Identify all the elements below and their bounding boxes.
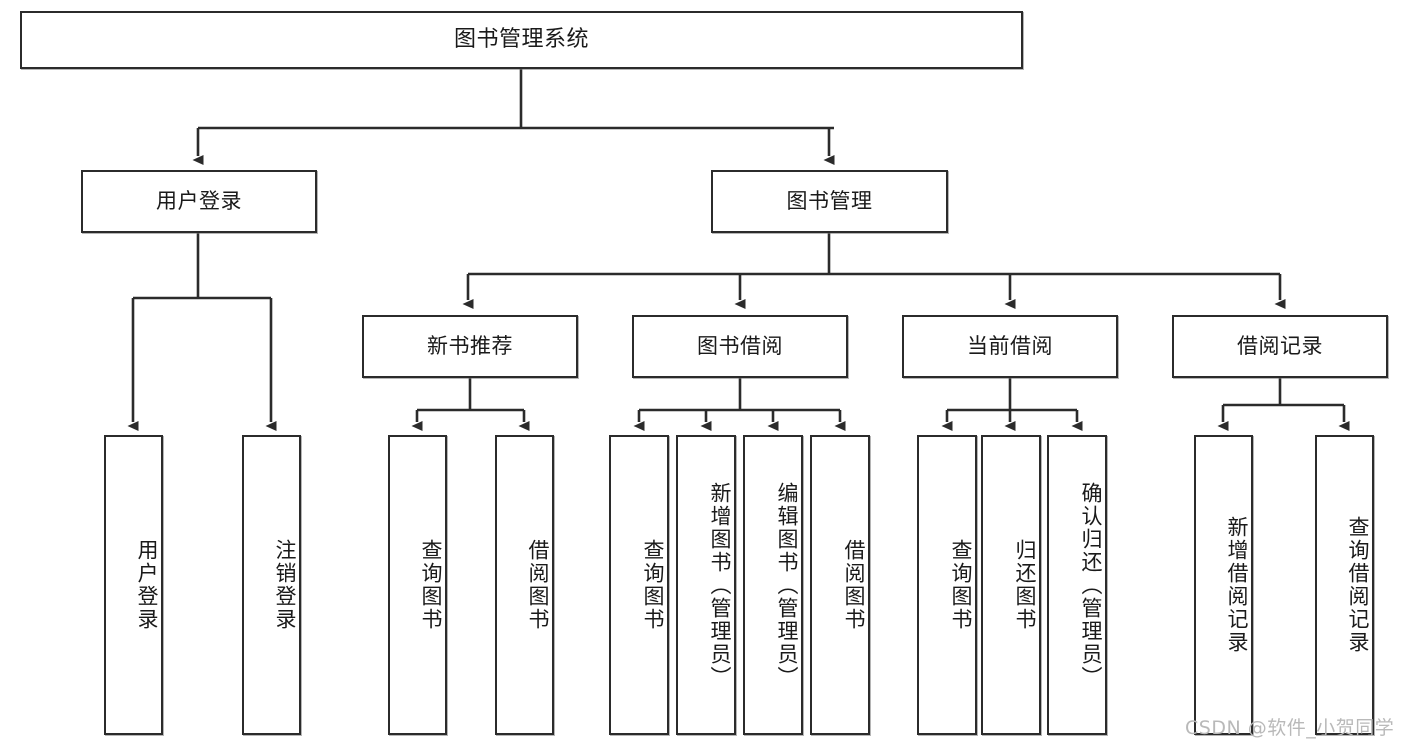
leaf-borrow-book[interactable]: 借阅图书 (810, 435, 870, 735)
leaf-query-borrow-record[interactable]: 查询借阅记录 (1315, 435, 1374, 735)
node-label: 查询图书 (641, 539, 665, 631)
csdn-watermark: CSDN @软件_小贺同学 (1185, 717, 1395, 739)
node-label: 用户登录 (135, 539, 159, 631)
node-root-system[interactable]: 图书管理系统 (20, 11, 1023, 69)
leaf-query-book-borrow[interactable]: 查询图书 (609, 435, 669, 735)
node-label: 编辑图书（管理员） (775, 481, 799, 689)
leaf-add-borrow-record[interactable]: 新增借阅记录 (1194, 435, 1253, 735)
node-current-borrow[interactable]: 当前借阅 (902, 315, 1118, 378)
node-borrow-record[interactable]: 借阅记录 (1172, 315, 1388, 378)
node-label: 图书管理系统 (453, 26, 589, 52)
node-label: 借阅图书 (842, 539, 866, 631)
node-label: 借阅图书 (526, 539, 550, 631)
leaf-user-login[interactable]: 用户登录 (104, 435, 163, 735)
node-label: 确认归还（管理员） (1079, 481, 1103, 689)
node-label: 查询借阅记录 (1346, 516, 1370, 654)
node-label: 当前借阅 (967, 333, 1053, 358)
node-label: 新增借阅记录 (1225, 516, 1249, 654)
node-label: 图书借阅 (697, 333, 783, 358)
node-label: 图书管理 (786, 188, 873, 213)
leaf-borrow-book-recommend[interactable]: 借阅图书 (495, 435, 554, 735)
leaf-add-book[interactable]: 新增图书（管理员） (676, 435, 736, 735)
node-label: 查询图书 (419, 539, 443, 631)
node-label: 注销登录 (273, 539, 297, 631)
node-label: 新书推荐 (427, 333, 513, 358)
node-label: 归还图书 (1013, 539, 1037, 631)
leaf-query-book-current[interactable]: 查询图书 (917, 435, 977, 735)
node-book-manage[interactable]: 图书管理 (711, 170, 948, 233)
node-book-borrow[interactable]: 图书借阅 (632, 315, 848, 378)
leaf-query-book-recommend[interactable]: 查询图书 (388, 435, 447, 735)
leaf-edit-book[interactable]: 编辑图书（管理员） (743, 435, 803, 735)
node-label: 查询图书 (949, 539, 973, 631)
node-label: 用户登录 (156, 188, 242, 213)
node-label: 新增图书（管理员） (708, 481, 732, 689)
leaf-confirm-return[interactable]: 确认归还（管理员） (1047, 435, 1107, 735)
leaf-logout-login[interactable]: 注销登录 (242, 435, 301, 735)
node-user-login[interactable]: 用户登录 (81, 170, 317, 233)
leaf-return-book[interactable]: 归还图书 (981, 435, 1041, 735)
node-new-book-recommend[interactable]: 新书推荐 (362, 315, 578, 378)
node-label: 借阅记录 (1237, 333, 1323, 358)
